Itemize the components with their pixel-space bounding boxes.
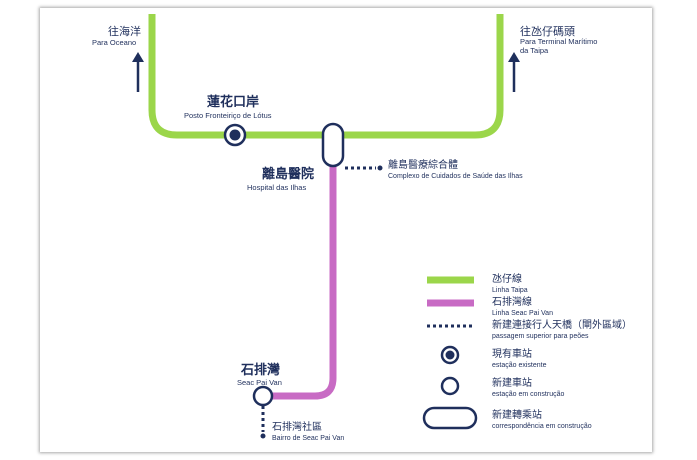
legend: 氹仔線 Linha Taipa 石排灣線 Linha Seac Pai Van … (422, 272, 632, 430)
legend-label-pt: passagem superior para peões (492, 333, 589, 340)
bairro-label-pt: Bairro de Seac Pai Van (272, 435, 344, 442)
seac-pai-van-line (262, 137, 337, 400)
health-complex-dot (377, 165, 383, 171)
legend-label-pt: correspondência em construção (492, 423, 592, 430)
bairro-dot (260, 433, 266, 439)
legend-new-station-icon (440, 376, 460, 396)
legend-label-zh: 新建連接行人天橋（閘外區域） (492, 318, 632, 331)
right-direction-pt-2: da Taipa (520, 46, 549, 55)
legend-label-zh: 新建車站 (492, 376, 532, 389)
hospital-interchange-station (321, 122, 345, 168)
seac-pai-van-label-pt: Seac Pai Van (237, 378, 282, 387)
left-direction-zh: 往海洋 (108, 24, 141, 38)
legend-label-zh: 新建轉乘站 (492, 408, 542, 421)
lotus-station-existing (223, 123, 247, 147)
right-direction-zh: 往氹仔碼頭 (520, 24, 575, 38)
left-direction-pt: Para Oceano (92, 38, 136, 47)
lotus-label-pt: Posto Fronteiriço de Lótus (184, 111, 272, 120)
legend-label-pt: Linha Taipa (492, 287, 528, 294)
hospital-label-pt: Hospital das Ilhas (247, 183, 306, 192)
arrow-up-icon (508, 52, 520, 92)
legend-label-pt: estação existente (492, 362, 547, 369)
health-complex-label-pt: Complexo de Cuidados de Saúde das Ilhas (388, 173, 523, 180)
lotus-label-zh: 蓮花口岸 (207, 94, 259, 110)
hospital-label-zh: 離島醫院 (262, 166, 314, 182)
map-frame (40, 8, 652, 452)
legend-label-zh: 現有車站 (492, 347, 532, 360)
legend-new-interchange-icon (422, 406, 478, 430)
health-complex-label-zh: 離島醫療綜合體 (388, 158, 458, 171)
right-direction-pt-1: Para Terminal Marítimo (520, 37, 597, 46)
legend-label-zh: 石排灣線 (492, 295, 532, 308)
legend-label-pt: estação em construção (492, 391, 564, 398)
legend-label-pt: Linha Seac Pai Van (492, 310, 553, 317)
legend-existing-station-icon (440, 345, 460, 365)
arrow-up-icon (132, 52, 144, 92)
seac-pai-van-label-zh: 石排灣 (240, 362, 280, 378)
legend-label-zh: 氹仔線 (492, 272, 522, 285)
seac-pai-van-station-new (252, 385, 274, 407)
bairro-label-zh: 石排灣社區 (272, 420, 322, 433)
